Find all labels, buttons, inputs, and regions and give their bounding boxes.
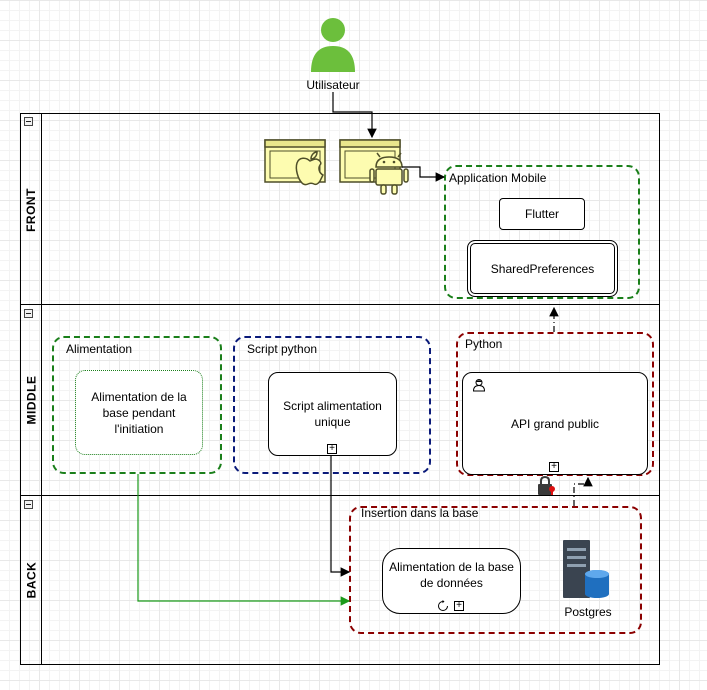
connector-android-to-app [402,166,446,182]
lane-divider-middle-back [20,495,660,496]
connector-script-to-insertion [330,456,351,577]
application-mobile-label: Application Mobile [449,171,547,185]
swimlane-container [20,113,660,665]
python-label: Python [465,337,503,351]
api-grand-public-node[interactable]: API grand public [462,372,648,475]
shared-preferences-node[interactable]: SharedPreferences [467,240,618,297]
lane-divider-front-middle [20,304,660,305]
user-task-icon [472,379,486,392]
collapse-back-button[interactable] [24,500,33,509]
api-expand-marker[interactable] [549,462,559,472]
postgres-label: Postgres [564,605,612,619]
collapse-front-button[interactable] [24,117,33,126]
alimentation-base-donnees-node[interactable]: Alimentation de la base de données [382,548,521,614]
lock-key-icon [538,476,555,495]
swimlane-header-column [20,113,42,665]
android-browser-icon [339,139,409,195]
connector-alimentation-to-insertion [137,474,351,606]
flutter-node[interactable]: Flutter [499,198,585,230]
base-expand-marker[interactable] [454,601,464,611]
alimentation-group[interactable] [52,336,222,474]
connector-insertion-to-api [573,476,593,506]
connector-user-to-android [332,92,377,139]
script-python-group[interactable] [233,336,431,474]
apple-browser-icon [264,139,326,186]
user-label: Utilisateur [306,78,360,92]
user-icon [311,18,355,72]
script-alimentation-node[interactable]: Script alimentation unique [268,372,397,456]
insertion-base-label: Insertion dans la base [361,506,479,520]
alimentation-initiation-node[interactable]: Alimentation de la base pendant l'initia… [75,370,203,455]
alimentation-label: Alimentation [66,342,133,356]
loop-icon [438,600,448,611]
script-expand-marker[interactable] [327,444,337,454]
python-group[interactable] [456,332,654,476]
database-server-icon [563,540,609,598]
application-mobile-group[interactable] [444,165,640,299]
collapse-middle-button[interactable] [24,309,33,318]
script-python-label: Script python [247,342,318,356]
